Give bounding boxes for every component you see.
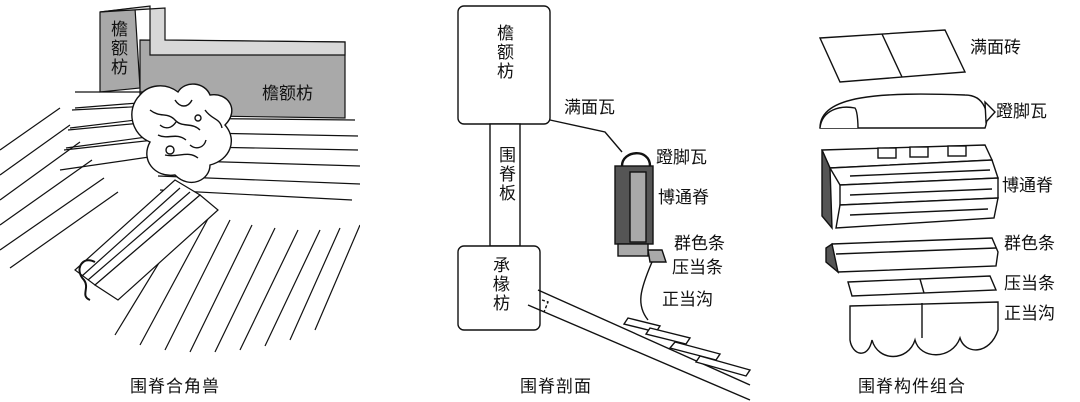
label-press: 压当条 xyxy=(672,258,723,278)
label-band-parts: 群色条 xyxy=(1004,234,1055,254)
label-ridge-tile: 蹬脚瓦 xyxy=(656,148,707,168)
caption-section: 围脊剖面 xyxy=(520,377,592,397)
panel-corner-beast: 檐额枋 檐额枋 围脊合角兽 xyxy=(0,0,360,402)
caption-corner-beast: 围脊合角兽 xyxy=(130,377,220,397)
part-press xyxy=(847,275,998,297)
label-ridge-tile-parts: 蹬脚瓦 xyxy=(996,102,1047,122)
gutter-curve xyxy=(640,261,653,321)
label-band: 群色条 xyxy=(674,234,725,254)
label-beam-left: 檐额枋 xyxy=(107,20,127,77)
parts-drawing xyxy=(818,29,999,357)
corner-beast-drawing xyxy=(0,5,360,353)
part-brick xyxy=(818,29,967,83)
part-ridge-tile xyxy=(819,93,996,129)
label-press-parts: 压当条 xyxy=(1004,274,1055,294)
label-gutter: 正当沟 xyxy=(662,290,713,310)
part-band xyxy=(825,237,999,274)
hip-ridge xyxy=(74,179,219,301)
label-box-bottom: 承椽枋 xyxy=(489,256,509,313)
press-strip xyxy=(647,249,667,263)
label-beam-right: 檐额枋 xyxy=(262,84,313,104)
corner-beast xyxy=(131,83,233,184)
ridge-tile-arch xyxy=(620,152,652,167)
box-board xyxy=(489,123,521,247)
roof-tiles-left xyxy=(0,107,119,269)
roof-slope-top xyxy=(537,289,751,386)
roof-tiles-right xyxy=(114,211,360,353)
part-main-ridge xyxy=(820,144,999,231)
label-brick: 满面砖 xyxy=(970,38,1021,58)
label-main-ridge-parts: 博通脊 xyxy=(1002,176,1053,196)
section-drawing xyxy=(457,5,752,401)
band-piece xyxy=(617,243,649,257)
box-bottom-beam xyxy=(457,245,541,331)
panel-parts: 满面砖 蹬脚瓦 博通脊 群色条 压当条 正当沟 围脊构件组合 xyxy=(760,0,1080,402)
label-main-ridge: 博通脊 xyxy=(658,188,709,208)
label-gutter-parts: 正当沟 xyxy=(1004,304,1055,324)
part-gutter xyxy=(849,301,999,357)
label-box-mid: 围脊板 xyxy=(495,146,515,203)
caption-parts: 围脊构件组合 xyxy=(858,377,966,397)
tile-line xyxy=(549,119,623,153)
label-box-top: 檐额枋 xyxy=(493,24,513,81)
label-tile-top: 满面瓦 xyxy=(564,98,615,118)
panel-section: 檐额枋 围脊板 承椽枋 满面瓦 蹬脚瓦 博通脊 群色条 压当条 正当沟 围脊剖面 xyxy=(360,0,760,402)
